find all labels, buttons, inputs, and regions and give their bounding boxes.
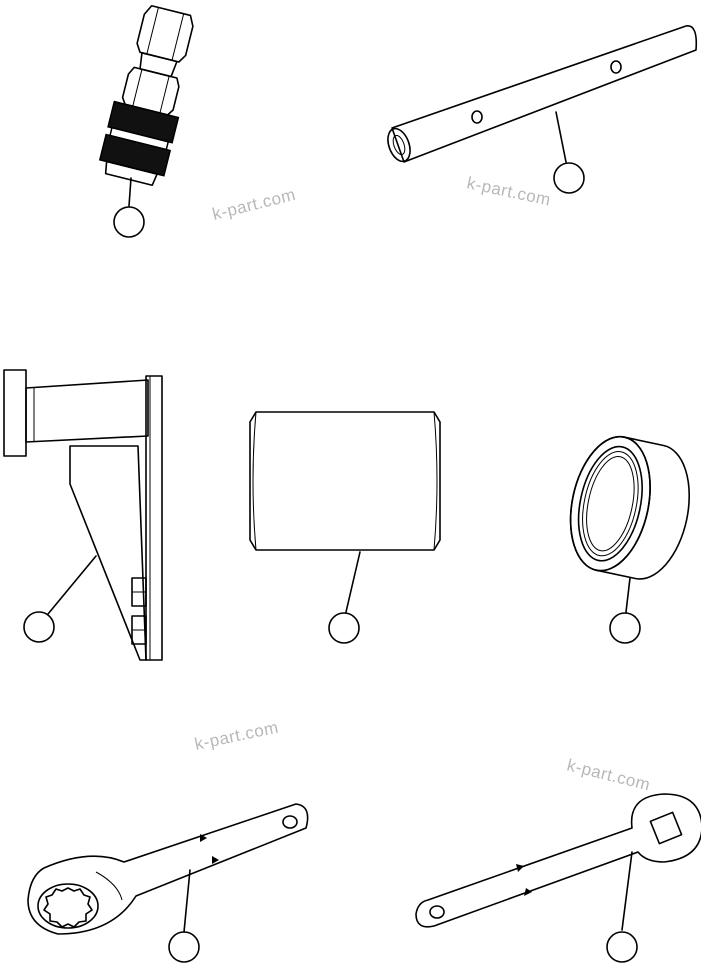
callout-circle	[113, 206, 145, 238]
part-support-bracket	[3, 369, 163, 661]
part-hydraulic-quick-coupler	[98, 4, 194, 187]
leader-line	[47, 555, 97, 615]
callout-circle	[609, 612, 641, 644]
watermark-text: k-part.com	[465, 173, 552, 209]
callout-circle	[328, 612, 360, 644]
leader-line	[128, 177, 132, 207]
part-seal-ring	[569, 435, 691, 580]
leader-line	[621, 851, 633, 931]
callout-circle	[606, 931, 638, 963]
callout-circle	[168, 931, 200, 963]
part-square-drive-wrench	[415, 793, 701, 928]
callout-circle	[553, 162, 585, 194]
leader-line	[555, 111, 567, 163]
callout-circle	[23, 611, 55, 643]
leader-line	[625, 577, 631, 613]
part-drilled-tube	[387, 25, 698, 163]
leader-line	[183, 869, 191, 933]
watermark-text: k-part.com	[565, 755, 652, 794]
part-cylindrical-sleeve	[249, 411, 441, 551]
watermark-text: k-part.com	[210, 185, 297, 224]
watermark-text: k-part.com	[193, 718, 280, 754]
part-spline-wrench	[27, 803, 309, 935]
leader-line	[345, 551, 361, 613]
